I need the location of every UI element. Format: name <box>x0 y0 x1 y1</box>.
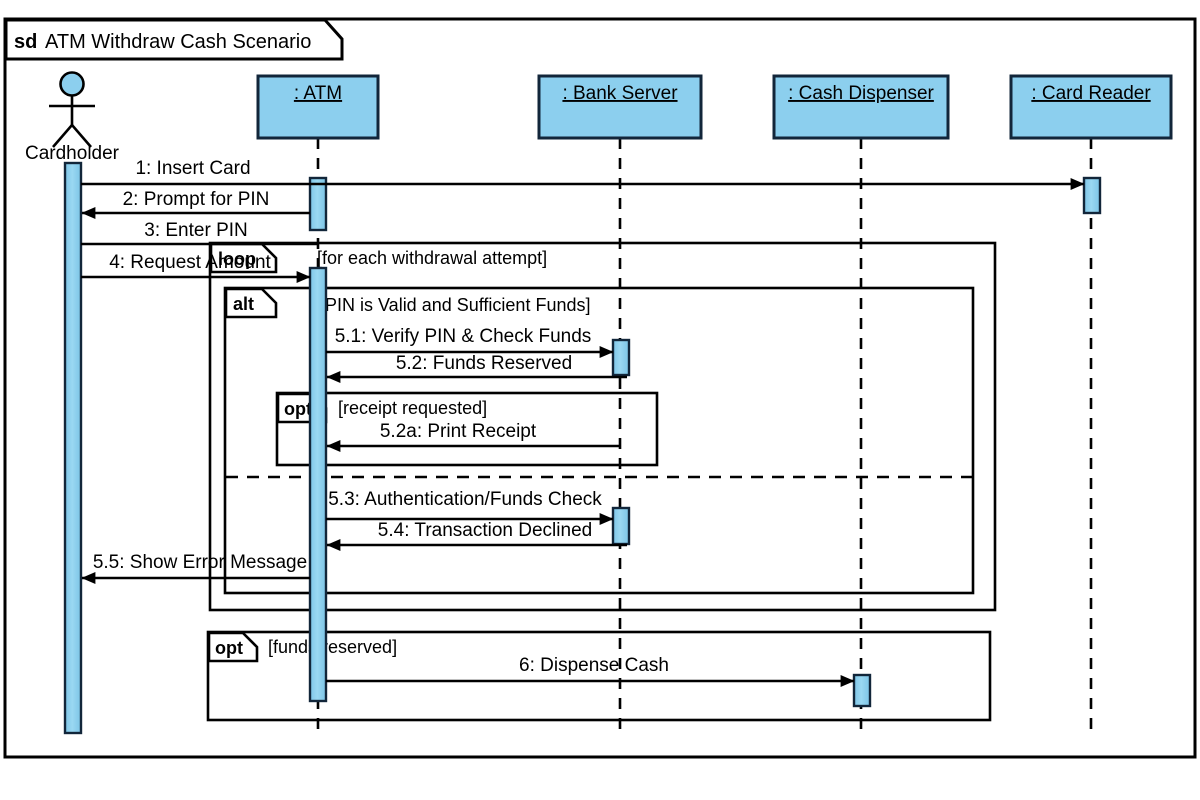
message-label-authentication-funds-check: 5.3: Authentication/Funds Check <box>328 489 602 510</box>
activation-bar-bank-server-1 <box>611 338 631 377</box>
frame-kind-label: sd <box>14 31 37 53</box>
message-label-prompt-for-pin: 2: Prompt for PIN <box>123 189 270 210</box>
fragment-alt-operator: alt <box>233 294 254 314</box>
message-label-funds-reserved: 5.2: Funds Reserved <box>396 353 572 374</box>
message-funds-reserved[interactable]: 5.2: Funds Reserved <box>326 353 627 383</box>
fragment-alt: alt [PIN is Valid and Sufficient Funds] <box>223 286 975 595</box>
message-label-enter-pin: 3: Enter PIN <box>144 220 248 241</box>
lifeline-head-atm[interactable]: : ATM <box>256 74 380 140</box>
lifeline-head-bank-server[interactable]: : Bank Server <box>537 74 703 140</box>
message-dispense-cash[interactable]: 6: Dispense Cash <box>326 655 855 687</box>
actor-cardholder[interactable]: Cardholder <box>25 71 120 165</box>
fragment-opt-receipt-operator: opt <box>284 399 312 419</box>
message-label-request-amount: 4: Request Amount <box>109 252 271 273</box>
frame-title-tag <box>4 18 344 61</box>
message-insert-card[interactable]: 1: Insert Card <box>81 158 1085 190</box>
activation-bar-cash-dispenser <box>852 673 872 708</box>
fragment-opt-funds-guard: [funds reserved] <box>268 637 397 657</box>
message-transaction-declined[interactable]: 5.4: Transaction Declined <box>326 520 627 551</box>
lifeline-label-card-reader: : Card Reader <box>1031 83 1151 104</box>
activation-bar-cardholder <box>63 161 83 735</box>
activation-bars <box>63 161 1102 735</box>
fragment-opt-receipt-guard: [receipt requested] <box>338 398 487 418</box>
message-label-verify-pin-check-funds: 5.1: Verify PIN & Check Funds <box>335 326 592 347</box>
message-request-amount[interactable]: 4: Request Amount <box>81 252 311 283</box>
message-show-error-message[interactable]: 5.5: Show Error Message <box>81 552 310 584</box>
message-print-receipt[interactable]: 5.2a: Print Receipt <box>326 421 620 452</box>
fragment-alt-operator-tag <box>224 287 278 319</box>
actor-label: Cardholder <box>25 143 120 164</box>
message-label-dispense-cash: 6: Dispense Cash <box>519 655 669 676</box>
activation-bar-card-reader <box>1082 176 1102 215</box>
actor-leg-right-icon <box>71 124 92 148</box>
fragment-loop: loop [for each withdrawal attempt] <box>208 241 997 612</box>
message-label-print-receipt: 5.2a: Print Receipt <box>380 421 537 442</box>
actor-leg-left-icon <box>52 124 73 148</box>
message-authentication-funds-check[interactable]: 5.3: Authentication/Funds Check <box>326 489 614 525</box>
message-enter-pin[interactable]: 3: Enter PIN <box>81 220 318 246</box>
lifeline-head-cash-dispenser[interactable]: : Cash Dispenser <box>772 74 950 140</box>
activation-bar-bank-server-2 <box>611 506 631 546</box>
message-label-insert-card: 1: Insert Card <box>135 158 250 179</box>
activation-bar-atm-2 <box>308 266 328 703</box>
fragment-alt-guard: [PIN is Valid and Sufficient Funds] <box>320 295 590 315</box>
message-verify-pin-check-funds[interactable]: 5.1: Verify PIN & Check Funds <box>326 326 614 358</box>
fragment-opt-funds: opt [funds reserved] <box>206 630 992 722</box>
message-prompt-for-pin[interactable]: 2: Prompt for PIN <box>81 189 310 219</box>
diagram-frame: sd ATM Withdraw Cash Scenario <box>3 17 1197 759</box>
lifeline-head-card-reader[interactable]: : Card Reader <box>1009 74 1173 140</box>
message-label-transaction-declined: 5.4: Transaction Declined <box>378 520 592 541</box>
frame-title: ATM Withdraw Cash Scenario <box>45 31 311 53</box>
lifeline-label-bank-server: : Bank Server <box>562 83 678 104</box>
activation-bar-atm-1 <box>308 176 328 232</box>
fragment-opt-funds-operator-tag <box>207 631 259 663</box>
lifeline-label-cash-dispenser: : Cash Dispenser <box>788 83 934 104</box>
fragment-opt-funds-operator: opt <box>215 638 243 658</box>
message-label-show-error-message: 5.5: Show Error Message <box>93 552 307 573</box>
lifeline-label-atm: : ATM <box>294 83 342 104</box>
fragment-loop-operator: loop <box>218 249 256 269</box>
fragment-loop-guard: [for each withdrawal attempt] <box>317 248 547 268</box>
actor-head-icon <box>59 71 85 97</box>
